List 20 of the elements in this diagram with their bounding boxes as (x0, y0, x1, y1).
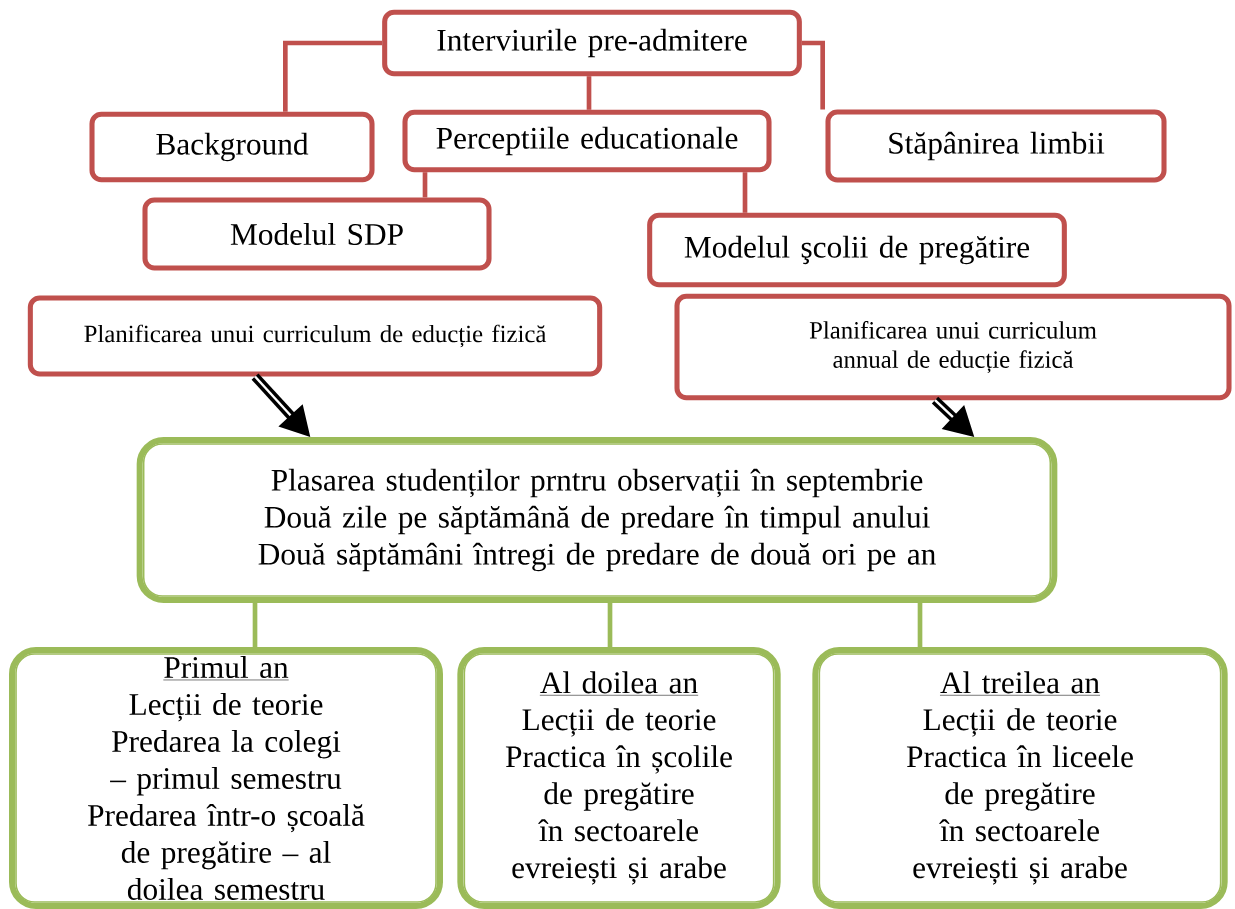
process-box: Planificarea unui curriculum de educție fizică (27, 295, 603, 377)
stage-box: Al doilea an Lecții de teorie Practica în școlile de pregătire în sectoarele evreiești și arabe (457, 647, 781, 909)
connector-line (586, 76, 592, 110)
connector-line (917, 603, 923, 647)
stage-box: Plasarea studenților prntru observații în septembrie Două zile pe săptămână de predare în timpul anului Două săptămâni întregi de predare de două ori pe an (136, 437, 1058, 603)
connector-line (607, 603, 613, 647)
process-box: Background (89, 111, 375, 183)
connector-line (801, 40, 825, 110)
process-box: Perceptiile educationale (402, 109, 772, 173)
process-box: Planificarea unui curriculum annual de educție fizică (674, 293, 1232, 401)
process-box: Modelul SDP (142, 197, 492, 271)
connector-line (422, 172, 428, 198)
process-box: Stăpânirea limbii (825, 109, 1167, 183)
process-box: Modelul şcolii de pregătire (647, 212, 1067, 288)
connector-line (742, 172, 748, 213)
stage-box: Primul an Lecții de teorie Predarea la colegi – primul semestru Predarea într-o școală de pregătire – al doilea semestru (9, 647, 443, 909)
connector-line (252, 603, 258, 647)
process-box: Interviurile pre-admitere (382, 9, 802, 77)
stage-box: Al treilea an Lecții de teorie Practica în liceele de pregătire în sectoarele evreiești și arabe (812, 647, 1228, 909)
connector-line (283, 40, 383, 112)
